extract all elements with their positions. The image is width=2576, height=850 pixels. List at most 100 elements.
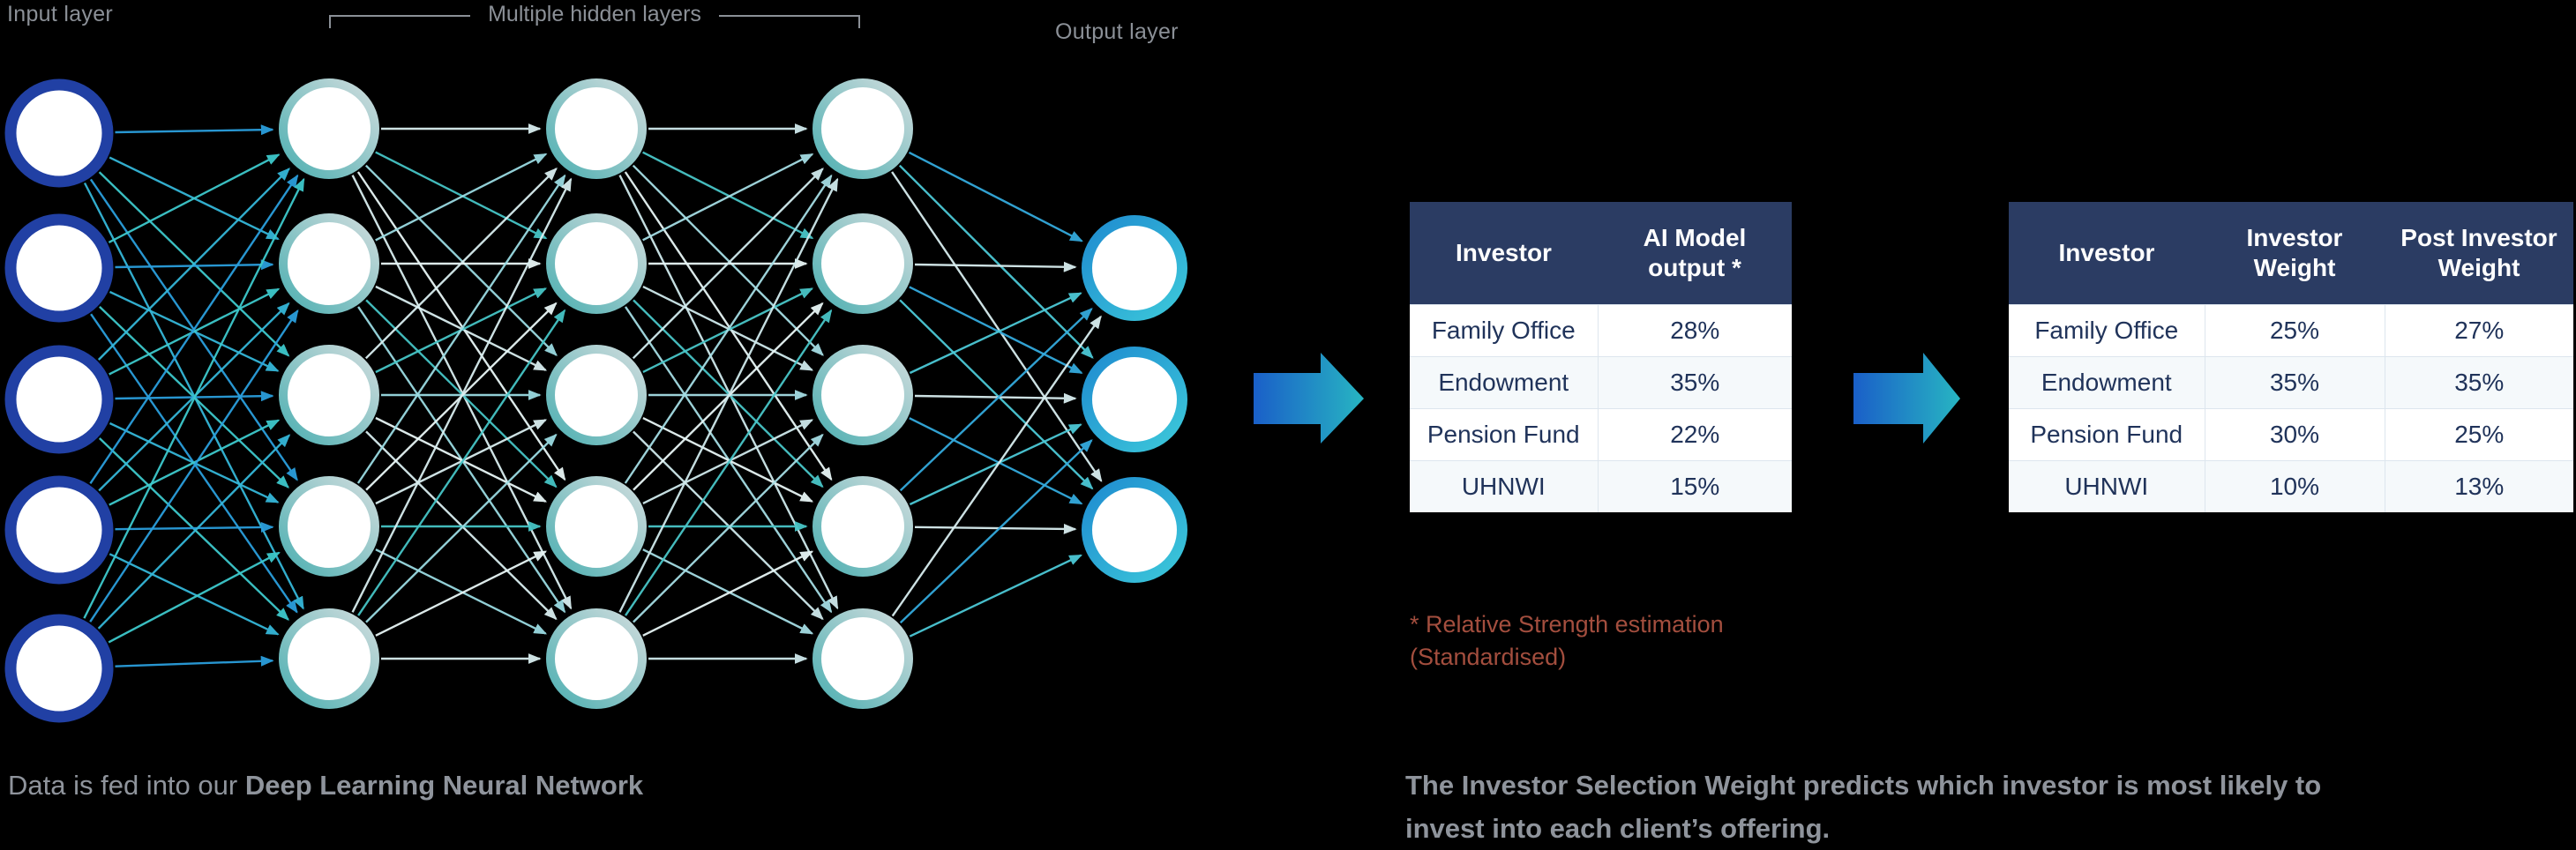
synapse-line [914, 392, 1077, 404]
synapse-line [83, 177, 305, 619]
synapse-line [642, 417, 814, 503]
investor-cell: Family Office [2009, 304, 2205, 357]
neural-network-diagram [4, 78, 1187, 723]
synapse-line [909, 417, 1083, 505]
synapse-line [898, 164, 1094, 359]
investor-cell: UHNWI [2009, 460, 2205, 512]
synapse-line [364, 168, 558, 360]
investor-cell: Family Office [1410, 304, 1599, 357]
synapse-line [625, 309, 833, 616]
column-header: Investor [2009, 202, 2205, 305]
synapse-line [356, 174, 566, 484]
synapse-line [618, 177, 839, 613]
synapse-line [364, 164, 558, 356]
synapse-line [891, 315, 1102, 617]
investor-cell: Endowment [1410, 356, 1599, 409]
column-header: Post Investor Weight [2385, 202, 2573, 305]
synapse-line [109, 419, 281, 506]
value-cell: 13% [2384, 460, 2573, 512]
synapse-line [618, 175, 839, 610]
synapse-line [375, 153, 548, 242]
right-caption-suffix-2: invest into each client’s offering. [1405, 813, 1831, 844]
neuron-node-hidden-3 [812, 213, 913, 314]
column-header: Investor Weight [2205, 202, 2385, 305]
neuron-nodes [4, 78, 1187, 723]
footnote: * Relative Strength estimation (Standard… [1410, 611, 1724, 670]
synapse-line [115, 521, 274, 533]
neuron-node-hidden-3 [812, 345, 913, 445]
neuron-node-input [4, 213, 114, 323]
synapse-line [909, 423, 1082, 506]
value-cell: 28% [1597, 304, 1792, 357]
investor-cell: Pension Fund [2009, 408, 2205, 461]
neuron-node-hidden-3 [812, 476, 913, 577]
value-cell: 15% [1597, 460, 1792, 512]
synapse-line [97, 168, 290, 361]
synapse-line [375, 416, 548, 503]
synapse-line [375, 550, 548, 637]
synapse-line [97, 434, 291, 630]
left-caption-bold: Deep Learning Neural Network [244, 770, 644, 801]
synapse-line [115, 655, 274, 667]
left-caption: Data is fed into our Deep Learning Neura… [8, 764, 1331, 807]
synapse-line [632, 168, 824, 360]
synapse-line [909, 554, 1083, 638]
synapse-line [899, 439, 1093, 624]
synapse-line [624, 174, 833, 484]
synapse-line [632, 164, 824, 356]
right-caption-bold: Investor Selection Weight [1461, 770, 1796, 801]
left-caption-prefix: Data is fed into our [8, 770, 245, 801]
neuron-node-hidden-2 [546, 608, 647, 709]
hidden-layers-bracket: Multiple hidden layers [329, 2, 861, 28]
synapse-line [375, 548, 548, 635]
synapse-line [115, 124, 274, 136]
investor-cell: Pension Fund [1410, 408, 1599, 461]
neuron-node-output [1082, 477, 1187, 583]
neural-network-area: Input layer Multiple hidden layers Outpu… [0, 0, 1235, 767]
neuron-node-input [4, 345, 114, 454]
value-cell: 25% [2384, 408, 2573, 461]
synapse-line [633, 299, 824, 488]
column-header: AI Model output * [1598, 202, 1792, 305]
synapse-line [365, 430, 558, 621]
value-cell: 30% [2204, 408, 2385, 461]
neuron-node-output [1082, 215, 1187, 321]
right-caption-suffix-1: predicts which investor is most likely t… [1795, 770, 2322, 801]
synapse-line [642, 419, 814, 504]
synapse-line [375, 151, 548, 240]
investor-cell: UHNWI [1410, 460, 1599, 512]
synapse-line [642, 548, 814, 635]
neuron-node-hidden-1 [279, 476, 379, 577]
neuron-node-hidden-2 [546, 476, 647, 577]
neuron-node-hidden-3 [812, 78, 913, 179]
synapse-line [351, 177, 573, 613]
bracket-right-arm [718, 15, 861, 28]
column-header: Investor [1410, 202, 1598, 305]
value-cell: 22% [1597, 408, 1792, 461]
synapse-line [109, 287, 281, 376]
synapse-line [365, 299, 558, 488]
synapse-line [109, 553, 280, 636]
synapse-line [914, 523, 1077, 534]
input-layer-label: Input layer [7, 2, 114, 26]
synapse-line [108, 153, 281, 243]
synapse-line [914, 261, 1077, 272]
neuron-node-hidden-1 [279, 213, 379, 314]
neuron-node-hidden-3 [812, 608, 913, 709]
neuron-node-input [4, 78, 114, 188]
